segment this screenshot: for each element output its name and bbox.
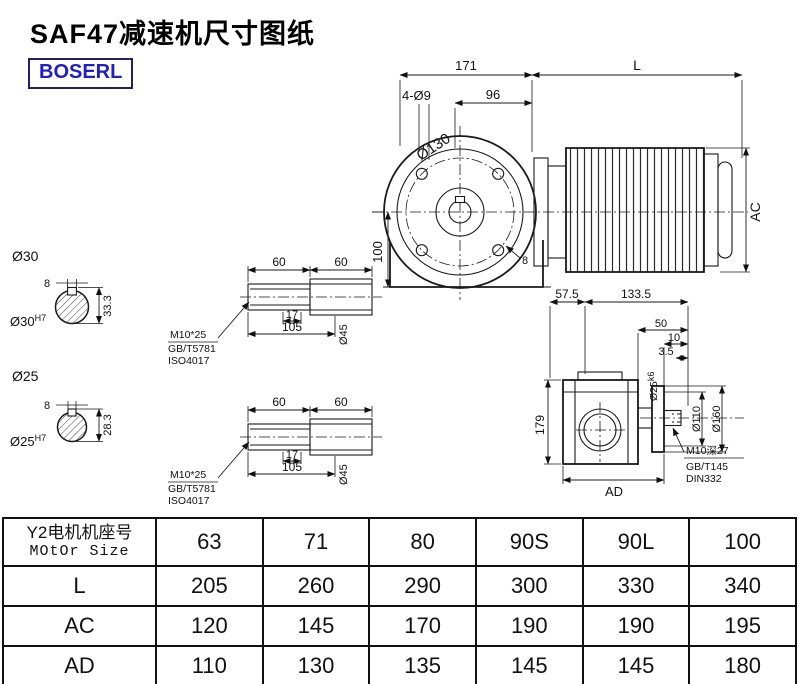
table-cell: 145 <box>261 605 371 647</box>
side-tap-std2: DIN332 <box>686 473 722 485</box>
motor-size-label-en: MOtOr Size <box>29 543 130 560</box>
bore-30-key-depth: 33.3 <box>102 295 114 316</box>
front-dim-motor-length: L <box>633 57 641 73</box>
table-cell: 260 <box>261 565 371 607</box>
shaft-top-tap-std1: GB/T5781 <box>168 343 216 355</box>
table-row: L 205 260 290 300 330 340 <box>2 565 797 607</box>
shaft-bottom-key-len: 17 <box>286 449 298 461</box>
side-dim-height: 179 <box>533 415 547 435</box>
front-dim-holes: 4-Ø9 <box>402 88 431 103</box>
shaft-top-key-len: 17 <box>286 309 298 321</box>
shaft-top-len2: 60 <box>334 255 348 269</box>
bore-section-25-drawing: Ø25 8 28.3 Ø25H7 <box>10 368 114 449</box>
front-dim-key: 8 <box>522 255 528 267</box>
table-cell: 145 <box>581 645 691 684</box>
table-cell: 300 <box>474 565 584 607</box>
page-title: SAF47减速机尺寸图纸 <box>30 19 316 49</box>
table-cell: 130 <box>261 645 371 684</box>
side-dim-outer-dia: Ø160 <box>711 406 723 433</box>
table-cell: 190 <box>581 605 691 647</box>
shaft-bottom-len2: 60 <box>334 395 348 409</box>
shaft-top-len1: 60 <box>272 255 286 269</box>
shaft-bottom-tap-std2: ISO4017 <box>168 495 210 507</box>
side-tap-std1: GB/T145 <box>686 461 728 473</box>
side-shaft-dia-label: Ø25k6 <box>646 372 660 401</box>
side-dim-flange-dia: Ø110 <box>691 406 703 432</box>
shaft-top-total-len: 105 <box>282 320 302 334</box>
table-row: AC 120 145 170 190 190 195 <box>2 605 797 647</box>
table-cell: 340 <box>688 565 797 607</box>
table-cell: 80 <box>368 517 477 567</box>
side-dim-c: 50 <box>655 318 667 330</box>
table-cell: 205 <box>155 565 264 607</box>
bore-30-tolerance-label: Ø30H7 <box>10 313 46 329</box>
brand-logo: BOSERL <box>28 58 134 89</box>
table-cell: 100 <box>688 517 797 567</box>
table-cell: 120 <box>155 605 264 647</box>
bore-25-dia-label: Ø25 <box>12 368 39 384</box>
table-cell: 180 <box>688 645 797 684</box>
bore-30-key-width: 8 <box>44 278 50 290</box>
row-label: L <box>2 565 157 607</box>
side-tap-callout: M10深27 <box>686 445 729 457</box>
shaft-top-tap-std2: ISO4017 <box>168 355 210 367</box>
side-dim-d: 10 <box>668 332 680 344</box>
table-cell: 145 <box>474 645 584 684</box>
table-cell: 110 <box>155 645 264 684</box>
bore-25-tolerance-label: Ø25H7 <box>10 433 46 449</box>
table-cell: 330 <box>581 565 691 607</box>
row-label: AD <box>2 645 157 684</box>
motor-size-label-cn: Y2电机机座号 <box>26 523 133 542</box>
bore-section-30-drawing: Ø30 8 33.3 Ø30H7 <box>10 248 114 329</box>
front-dim-center-height: 100 <box>370 241 385 263</box>
shaft-detail-top-drawing: 60 60 17 105 Ø45 M10*25 GB/T5781 ISO4017 <box>168 255 382 367</box>
shaft-bottom-tap-std1: GB/T5781 <box>168 483 216 495</box>
motor-size-header-cell: Y2电机机座号 MOtOr Size <box>2 517 157 567</box>
front-dim-motor-height: AC <box>747 202 763 221</box>
row-label: AC <box>2 605 157 647</box>
table-cell: 190 <box>474 605 584 647</box>
table-cell: 170 <box>368 605 477 647</box>
front-dim-width: 171 <box>455 58 477 73</box>
table-header-row: Y2电机机座号 MOtOr Size 63 71 80 90S 90L 100 <box>2 517 797 567</box>
bore-25-key-width: 8 <box>44 400 50 412</box>
side-view-drawing: 57.5 133.5 50 10 3.5 Ø25k6 179 Ø110 Ø160… <box>533 287 744 499</box>
table-cell: 63 <box>155 517 264 567</box>
shaft-top-dia: Ø45 <box>338 324 350 345</box>
shaft-top-tap-callout: M10*25 <box>170 329 206 341</box>
table-cell: 90S <box>474 517 584 567</box>
side-dim-b: 133.5 <box>621 287 651 301</box>
shaft-bottom-total-len: 105 <box>282 460 302 474</box>
bore-25-key-depth: 28.3 <box>102 414 114 435</box>
table-cell: 195 <box>688 605 797 647</box>
table-cell: 90L <box>581 517 691 567</box>
side-dim-depth: AD <box>605 484 623 499</box>
front-dim-flange: 96 <box>486 87 500 102</box>
table-row: AD 110 130 135 145 145 180 <box>2 645 797 684</box>
dimension-table: Y2电机机座号 MOtOr Size 63 71 80 90S 90L 100 … <box>2 517 797 684</box>
side-dim-a: 57.5 <box>555 287 579 301</box>
shaft-bottom-len1: 60 <box>272 395 286 409</box>
front-dim-flange-dia: Ø130 <box>414 130 454 164</box>
table-cell: 290 <box>368 565 477 607</box>
table-cell: 135 <box>368 645 477 684</box>
shaft-detail-bottom-drawing: 60 60 17 105 Ø45 M10*25 GB/T5781 ISO4017 <box>168 395 382 507</box>
shaft-bottom-tap-callout: M10*25 <box>170 469 206 481</box>
side-dim-e: 3.5 <box>658 346 673 358</box>
shaft-bottom-dia: Ø45 <box>338 464 350 485</box>
front-view-drawing: 171 L 4-Ø9 96 Ø130 100 AC 8 <box>370 57 763 300</box>
table-cell: 71 <box>261 517 371 567</box>
bore-30-dia-label: Ø30 <box>12 248 39 264</box>
